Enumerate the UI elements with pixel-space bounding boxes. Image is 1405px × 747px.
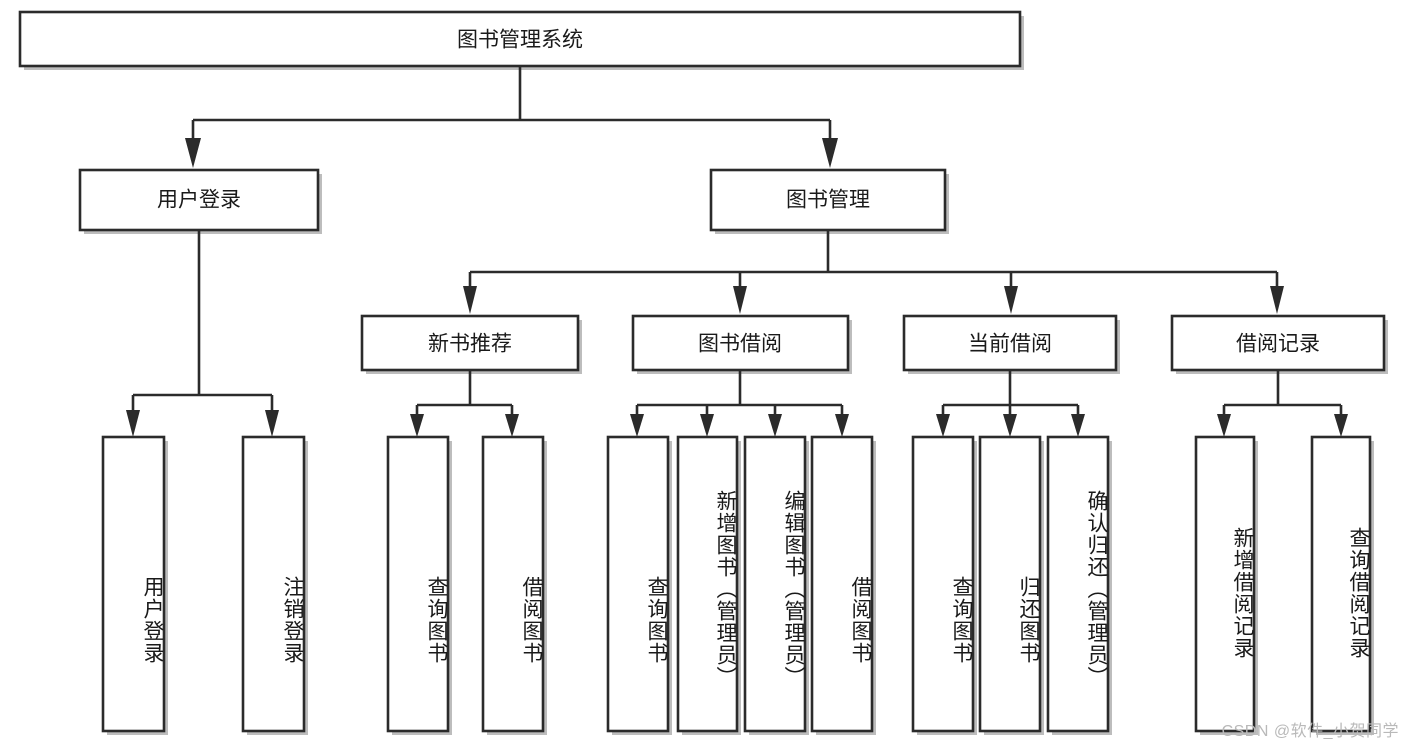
arrow-head-leaf-edit-book: [768, 414, 782, 437]
arrow-head-new-book-recommend: [463, 286, 477, 314]
node-current-borrow-label: 当前借阅: [968, 333, 1052, 356]
node-leaf-add-book[interactable]: [676, 435, 741, 735]
arrow-head-leaf-user-login: [126, 410, 140, 437]
node-user-login-label: 用户登录: [157, 189, 241, 212]
node-borrow-record-rect: [1170, 314, 1386, 372]
node-leaf-confirm-return-rect: [1046, 435, 1110, 733]
connector-book-management-to-level2: [463, 230, 1284, 314]
node-leaf-borrow-book-2-rect: [810, 435, 874, 733]
node-leaf-query-record[interactable]: [1310, 435, 1374, 735]
node-user-login-rect: [78, 168, 320, 232]
node-book-borrow[interactable]: 图书借阅: [631, 314, 852, 374]
node-book-management-label: 图书管理: [786, 189, 870, 212]
node-leaf-confirm-return[interactable]: [1046, 435, 1112, 735]
arrow-head-current-borrow: [1004, 286, 1018, 314]
node-leaf-query-book-1-rect: [386, 435, 450, 733]
node-leaf-borrow-book-1[interactable]: [481, 435, 547, 735]
arrow-head-book-borrow: [733, 286, 747, 314]
arrow-head-leaf-return-book: [1003, 414, 1017, 437]
arrow-head-leaf-confirm-return: [1071, 414, 1085, 437]
arrow-head-leaf-borrow-book-2: [835, 414, 849, 437]
node-new-book-recommend-rect: [360, 314, 580, 372]
node-root-system[interactable]: 图书管理系统: [18, 10, 1024, 70]
node-leaf-query-record-rect: [1310, 435, 1372, 733]
connector-root-to-level1: [185, 66, 838, 168]
arrow-head-book-management: [822, 138, 838, 168]
node-leaf-query-book-3-rect: [911, 435, 975, 733]
node-leaf-edit-book-rect: [743, 435, 807, 733]
node-root-rect: [18, 10, 1022, 68]
arrow-head-user-login: [185, 138, 201, 168]
node-leaf-borrow-book-1-rect: [481, 435, 545, 733]
node-current-borrow[interactable]: 当前借阅: [902, 314, 1120, 374]
connector-user-login-to-leaves: [126, 230, 279, 437]
node-leaf-add-record[interactable]: [1194, 435, 1258, 735]
node-borrow-record[interactable]: 借阅记录: [1170, 314, 1388, 374]
arrow-head-leaf-query-book-3: [936, 414, 950, 437]
node-leaf-logout-login[interactable]: [241, 435, 308, 735]
csdn-watermark: CSDN @软件_小贺同学: [1221, 723, 1399, 740]
node-book-management[interactable]: 图书管理: [709, 168, 949, 234]
arrow-head-leaf-query-record: [1334, 414, 1348, 437]
node-leaf-query-book-2[interactable]: [606, 435, 672, 735]
node-new-book-recommend-label: 新书推荐: [428, 333, 512, 356]
node-leaf-add-book-rect: [676, 435, 739, 733]
connector-current-borrow-to-leaves: [936, 370, 1085, 437]
node-new-book-recommend[interactable]: 新书推荐: [360, 314, 582, 374]
node-leaf-user-login[interactable]: [101, 435, 168, 735]
node-leaf-borrow-book-2[interactable]: [810, 435, 876, 735]
arrow-head-leaf-borrow-book-1: [505, 414, 519, 437]
arrow-head-leaf-add-record: [1217, 414, 1231, 437]
connector-book-borrow-to-leaves: [630, 370, 849, 437]
node-root-label: 图书管理系统: [457, 29, 583, 52]
connector-new-book-recommend-to-leaves: [410, 370, 519, 437]
node-leaf-return-book[interactable]: [978, 435, 1044, 735]
node-book-borrow-label: 图书借阅: [698, 333, 782, 356]
node-current-borrow-rect: [902, 314, 1118, 372]
node-leaf-query-book-3[interactable]: [911, 435, 977, 735]
node-leaf-query-book-2-rect: [606, 435, 670, 733]
connector-borrow-record-to-leaves: [1217, 370, 1348, 437]
node-user-login[interactable]: 用户登录: [78, 168, 322, 234]
node-leaf-edit-book[interactable]: [743, 435, 809, 735]
arrow-head-leaf-add-book: [700, 414, 714, 437]
arrow-head-leaf-logout-login: [265, 410, 279, 437]
arrow-head-borrow-record: [1270, 286, 1284, 314]
node-leaf-add-record-rect: [1194, 435, 1256, 733]
node-leaf-return-book-rect: [978, 435, 1042, 733]
node-borrow-record-label: 借阅记录: [1236, 333, 1320, 356]
arrow-head-leaf-query-book-2: [630, 414, 644, 437]
node-leaf-query-book-1[interactable]: [386, 435, 452, 735]
node-leaf-user-login-rect: [101, 435, 166, 733]
node-leaf-logout-login-rect: [241, 435, 306, 733]
arrow-head-leaf-query-book-1: [410, 414, 424, 437]
